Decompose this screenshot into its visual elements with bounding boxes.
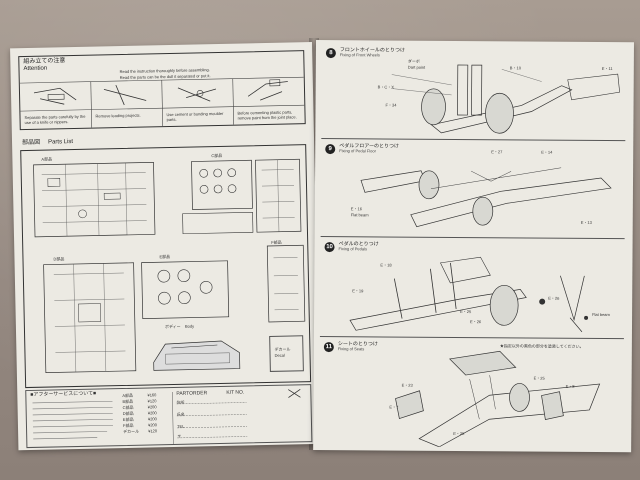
callout: Dart point xyxy=(407,64,426,70)
caption-1: Separate the parts carefully by the use … xyxy=(24,113,86,126)
form-field-name: 氏名 xyxy=(176,411,185,417)
instruction-right-page: 8 フロントホイールのとりつけ Fixing of Front Wheels ダ… xyxy=(313,40,634,453)
step-10-diagram xyxy=(349,256,589,333)
callout: Flat beam xyxy=(350,212,369,218)
caption-3: Use cement or bonding moulder parts. xyxy=(166,110,224,123)
step-8-diagram xyxy=(391,64,620,134)
callout: Flat beam xyxy=(592,311,610,318)
step-11-diagram xyxy=(395,350,601,448)
step-11: 11 シートのとりつけ Fixing of Seats ★指定以外の黒色の部分を… xyxy=(319,338,624,448)
callout: E・11 xyxy=(601,65,613,72)
callout: E・25 xyxy=(453,430,465,437)
price-table: A部品¥160 B部品¥120 C部品¥200 D部品¥200 E部品¥200 … xyxy=(122,392,157,435)
callout: E・8 xyxy=(565,383,575,389)
callout: E・23 xyxy=(401,382,413,388)
step-9-diagram xyxy=(360,167,612,228)
attention-section: 組み立ての注意 Attention Read the instruction t… xyxy=(18,50,306,131)
decal-box: デカール Decal xyxy=(269,335,304,372)
after-service-section: ■アフターサービスについて■ A部品¥160 B部品¥120 C部品¥200 D… xyxy=(25,384,313,449)
callout: E・25 xyxy=(533,375,545,381)
part-order-header: PARTORDER xyxy=(176,390,208,397)
form-field-address: 住所 xyxy=(176,399,185,405)
callout: E・18 xyxy=(380,262,392,268)
callout: E・19 xyxy=(352,288,364,294)
parts-list-heading-en: Parts List xyxy=(47,139,74,146)
step-10: 10 ペダルのとりつけ Fixing of Pedals E・18 E・19 E… xyxy=(319,238,625,340)
callout: B・C・X xyxy=(377,84,394,90)
callout: E・13 xyxy=(580,219,592,225)
callout: E・27 xyxy=(491,149,503,155)
callout: E・26 xyxy=(548,295,560,301)
callout: E・26 xyxy=(470,319,482,325)
callout: E・7 xyxy=(389,404,399,410)
step-8: 8 フロントホイールのとりつけ Fixing of Front Wheels ダ… xyxy=(321,44,626,142)
decal-label: デカール xyxy=(274,346,291,352)
parts-trees-drawing xyxy=(33,158,306,374)
callout: E・16 xyxy=(350,206,362,212)
parts-list-heading: 部品図 xyxy=(21,139,41,147)
callout: B・10 xyxy=(509,65,521,71)
attention-illustrations xyxy=(19,76,305,128)
price-row: デカール¥120 xyxy=(123,428,158,435)
callout: ダーボ xyxy=(407,58,420,64)
step-9: 9 ペダルフロアーのとりつけ Fixing of Pedal Floor E・2… xyxy=(320,140,626,240)
form-field-postal: 〒 xyxy=(177,433,182,439)
callout: E・25 xyxy=(460,309,472,315)
decal-label-en: Decal xyxy=(274,352,285,358)
callout: E・14 xyxy=(541,149,553,155)
form-field-tel: TEL xyxy=(176,423,185,429)
after-service-text-lines xyxy=(32,388,301,444)
instruction-left-page: 組み立ての注意 Attention Read the instruction t… xyxy=(10,42,321,451)
callout: F・34 xyxy=(385,102,397,108)
parts-list-section: A部品 C部品 D部品 E部品 F部品 ボディー Body xyxy=(20,144,312,389)
caption-4: Before cementing plastic parts, remove p… xyxy=(237,109,297,121)
kit-no-label: KIT NO. xyxy=(226,389,245,396)
